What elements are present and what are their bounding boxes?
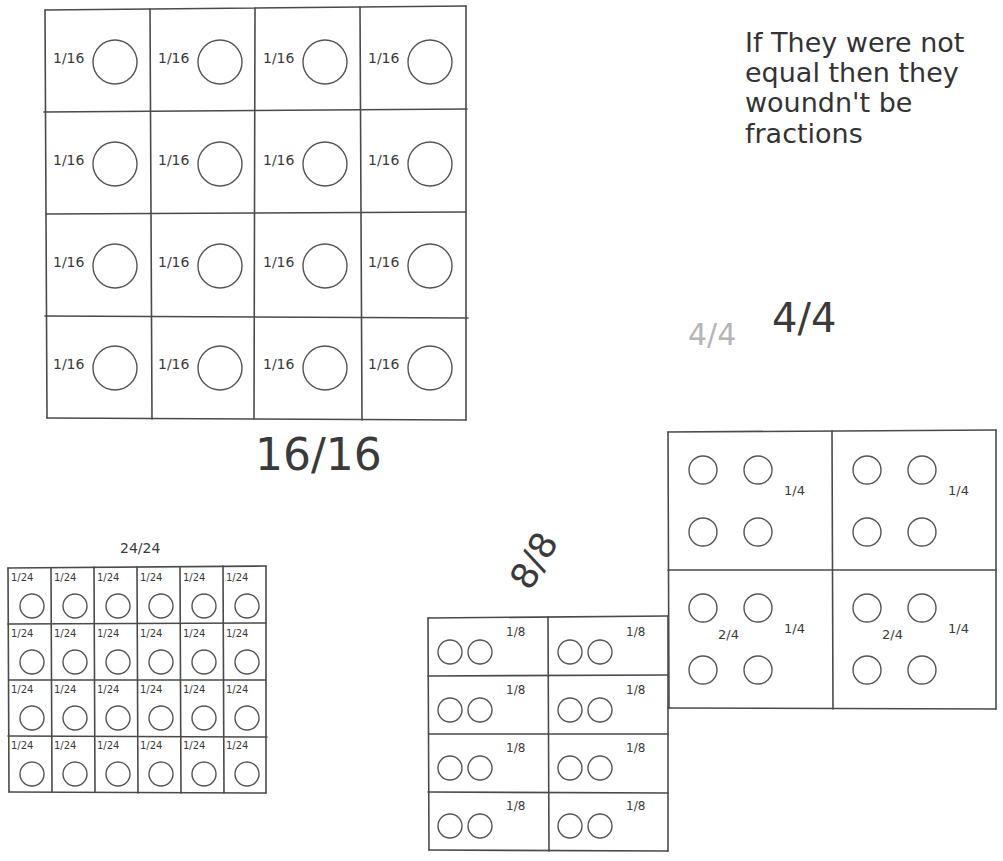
fraction-label: 1/24 (183, 572, 205, 584)
fraction-label: 1/8 (626, 626, 645, 640)
fraction-label: 4/4 (772, 295, 836, 341)
fraction-label: 1/24 (226, 740, 248, 752)
fraction-label: 1/4 (784, 622, 805, 637)
fraction-label: 1/24 (183, 740, 205, 752)
fraction-label: 24/24 (120, 540, 160, 556)
handwritten-note: If They were not equal then they woundn'… (745, 28, 995, 149)
fraction-label: 2/4 (718, 628, 739, 643)
fraction-label: 1/16 (263, 50, 294, 66)
fraction-label: 1/16 (263, 152, 294, 168)
fraction-label: 1/24 (54, 740, 76, 752)
fraction-label: 1/24 (226, 572, 248, 584)
fraction-label: 1/16 (263, 356, 294, 372)
fraction-label: 1/8 (506, 684, 525, 698)
fraction-label: 1/8 (626, 800, 645, 814)
fraction-label: 1/16 (158, 50, 189, 66)
fraction-label: 1/24 (11, 740, 33, 752)
fraction-label: 1/24 (54, 572, 76, 584)
fraction-label: 1/16 (158, 254, 189, 270)
fraction-label: 1/24 (183, 684, 205, 696)
fraction-grid: 1/16 1/16 1/16 1/16 1/16 1/16 1/16 1/16 1/16 1/16… (45, 6, 468, 420)
fraction-label: 1/24 (11, 684, 33, 696)
fraction-label: 1/24 (54, 628, 76, 640)
fraction-label: 1/24 (140, 572, 162, 584)
fraction-label: 2/4 (882, 628, 903, 643)
fraction-grid: 8/81/81/81/81/81/81/81/81/8 (428, 616, 669, 851)
fraction-label: 1/24 (140, 684, 162, 696)
fraction-label: 1/4 (948, 484, 969, 499)
fraction-label: 1/24 (97, 628, 119, 640)
fraction-label: 1/16 (53, 50, 84, 66)
fraction-label: 1/24 (11, 628, 33, 640)
fraction-label: 1/16 (263, 254, 294, 270)
fraction-label: 8/8 (502, 525, 567, 596)
fraction-label: 1/16 (158, 356, 189, 372)
fraction-grid: 24/241/241/241/241/241/241/241/241/241/2… (8, 566, 267, 793)
fraction-label: 1/24 (183, 628, 205, 640)
fraction-label: 1/24 (54, 684, 76, 696)
fraction-label: 16/16 (255, 430, 382, 481)
fraction-label: 1/16 (368, 356, 399, 372)
fraction-label: 1/16 (368, 50, 399, 66)
fraction-label: 1/16 (53, 152, 84, 168)
fraction-label: 1/8 (626, 684, 645, 698)
fraction-label: 1/24 (140, 740, 162, 752)
fraction-label: 1/24 (140, 628, 162, 640)
fraction-label: 1/8 (506, 626, 525, 640)
fraction-label: 1/8 (626, 742, 645, 756)
fraction-label: 1/24 (97, 572, 119, 584)
fraction-label: 1/4 (784, 484, 805, 499)
fraction-label: 1/16 (158, 152, 189, 168)
fraction-label: 1/8 (506, 800, 525, 814)
fraction-label: 1/24 (226, 628, 248, 640)
faded-fraction: 4/4 (688, 318, 736, 353)
fraction-label: 1/24 (11, 572, 33, 584)
fraction-label: 1/16 (368, 254, 399, 270)
fraction-label: 1/24 (226, 684, 248, 696)
fraction-label: 1/24 (97, 740, 119, 752)
fraction-label: 1/8 (506, 742, 525, 756)
fraction-label: 1/16 (53, 356, 84, 372)
fraction-label: 1/16 (368, 152, 399, 168)
fraction-label: 1/24 (97, 684, 119, 696)
fraction-label: 1/16 (53, 254, 84, 270)
fraction-grid: 4/41/41/41/41/42/42/4 (668, 430, 997, 709)
fraction-label: 1/4 (948, 622, 969, 637)
